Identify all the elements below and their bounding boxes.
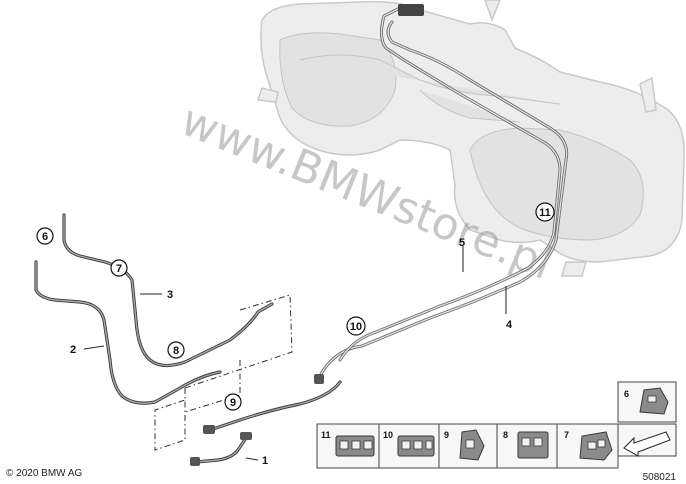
part-label-3: 3 <box>167 289 173 301</box>
fuel-line-4 <box>316 20 569 382</box>
svg-text:11: 11 <box>539 207 551 219</box>
svg-text:2: 2 <box>70 344 76 356</box>
parts-legend: 6 11 10 9 <box>316 381 677 469</box>
svg-text:5: 5 <box>459 237 465 249</box>
legend-item-7: 7 <box>556 423 619 469</box>
svg-text:11: 11 <box>321 430 331 440</box>
arrow-icon <box>617 423 677 457</box>
fuel-line-1 <box>190 432 252 466</box>
svg-text:6: 6 <box>42 231 48 243</box>
drawing-number: 508021 <box>643 472 677 483</box>
callout-6: 6 <box>36 227 54 245</box>
svg-text:8: 8 <box>173 345 179 357</box>
part-label-5: 5 <box>459 237 465 249</box>
part-label-4: 4 <box>506 319 513 331</box>
callout-10: 10 <box>346 316 366 336</box>
callout-8: 8 <box>167 341 185 359</box>
fuel-line-2 <box>34 260 222 405</box>
callout-11: 11 <box>535 202 555 222</box>
legend-item-10: 10 <box>378 423 440 469</box>
part-label-1: 1 <box>262 455 268 467</box>
legend-item-9: 9 <box>438 423 498 469</box>
fuel-line-5 <box>314 4 562 384</box>
legend-item-6: 6 <box>617 381 677 423</box>
copyright-text: © 2020 BMW AG <box>6 468 83 479</box>
svg-text:10: 10 <box>383 430 393 440</box>
svg-text:1: 1 <box>262 455 268 467</box>
svg-text:8: 8 <box>503 430 508 440</box>
svg-text:3: 3 <box>167 289 173 301</box>
part-label-2: 2 <box>70 344 76 356</box>
fuel-line-9 <box>203 380 342 434</box>
svg-text:6: 6 <box>624 389 629 399</box>
svg-text:7: 7 <box>564 430 569 440</box>
fuel-line-3 <box>62 213 274 368</box>
leader-lines <box>83 246 507 461</box>
svg-text:4: 4 <box>506 319 513 331</box>
fuel-tank <box>256 0 685 277</box>
legend-item-8: 8 <box>496 423 558 469</box>
legend-item-11: 11 <box>316 423 380 469</box>
callout-7: 7 <box>110 259 128 277</box>
svg-text:9: 9 <box>444 430 449 440</box>
svg-text:7: 7 <box>116 263 122 275</box>
svg-text:10: 10 <box>350 321 362 333</box>
assembly-outline <box>154 294 293 451</box>
svg-text:9: 9 <box>230 397 236 409</box>
callout-9: 9 <box>224 393 242 411</box>
